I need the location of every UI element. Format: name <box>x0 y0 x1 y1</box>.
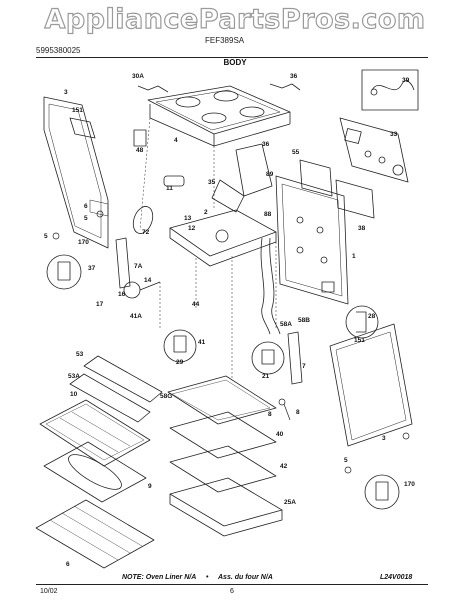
screws <box>52 210 410 474</box>
header-rule <box>36 57 428 58</box>
callout: 58B <box>298 317 310 324</box>
callout: 16 <box>118 291 126 298</box>
callout: 6 <box>66 561 70 568</box>
callout: 88 <box>264 211 272 218</box>
oven-bottom <box>167 375 277 425</box>
diagram-code: L24V0018 <box>380 574 413 581</box>
callout: 72 <box>142 229 150 236</box>
callout: 36 <box>290 73 298 80</box>
model-number: FEF389SA <box>205 36 245 45</box>
callout: 170 <box>78 239 89 246</box>
switch-detail-21 <box>251 341 285 375</box>
callout: 11 <box>166 185 173 192</box>
rear-panel <box>275 175 349 305</box>
callout: 30A <box>132 73 144 80</box>
left-side-panel <box>43 96 109 249</box>
hinge-clamp <box>132 206 154 234</box>
callout: 151 <box>72 107 83 114</box>
callout: 55 <box>292 149 300 156</box>
callout: 8 <box>268 411 272 418</box>
callout: 3 <box>64 89 68 96</box>
callout: 5 <box>44 233 48 240</box>
bracket-36-top <box>269 83 301 91</box>
callout: 8 <box>296 409 300 416</box>
igniter <box>163 175 185 187</box>
callout: 17 <box>96 301 104 308</box>
vent-duct <box>211 143 273 213</box>
callout: 41 <box>198 339 206 346</box>
callout: 40 <box>276 431 284 438</box>
burner-box <box>169 209 281 335</box>
footer-note-french: Ass. du four N/A <box>218 574 273 581</box>
callout: 28 <box>368 313 376 320</box>
callout: 89 <box>266 171 274 178</box>
callout-labels: 30A 36 3 151 4 48 39 33 55 36 35 89 11 8… <box>44 73 415 568</box>
callout: 41A <box>130 313 142 320</box>
footer-date: 10/02 <box>40 588 58 595</box>
callout: 14 <box>144 277 152 284</box>
hinge-7a <box>115 237 131 289</box>
backguard-brackets <box>299 159 375 219</box>
callout: 7 <box>302 363 306 370</box>
control-panel <box>339 117 409 183</box>
wire-harness-inset <box>361 69 419 111</box>
footer-rule <box>36 584 428 585</box>
oven-rack <box>35 499 155 569</box>
callout: 53 <box>76 351 84 358</box>
callout: 12 <box>188 225 196 232</box>
front-trim <box>69 355 163 423</box>
callout: 42 <box>280 463 288 470</box>
callout: 36 <box>262 141 270 148</box>
broiler-pan <box>39 399 151 467</box>
callout: 58A <box>280 321 292 328</box>
page-number: 6 <box>230 588 234 595</box>
callout: 33 <box>390 131 398 138</box>
safety-valve <box>123 281 161 299</box>
footer-note: NOTE: Oven Liner N/A <box>122 574 197 581</box>
leveling-leg-detail <box>46 254 400 510</box>
burner-baffle <box>169 411 277 459</box>
callout: 39 <box>402 77 410 84</box>
callout: 9 <box>148 483 152 490</box>
section-title: BODY <box>223 58 247 67</box>
footer-bullet: • <box>206 574 209 581</box>
callout: 38 <box>358 225 366 232</box>
thermostat-detail-29 <box>163 329 197 363</box>
drawer-frame <box>169 477 283 537</box>
publication-number: 5995380025 <box>36 46 81 55</box>
callout: 58G <box>160 393 172 400</box>
callout: 5 <box>344 457 348 464</box>
callout: 5 <box>84 215 88 222</box>
callout: 4 <box>174 137 178 144</box>
clip-48 <box>133 129 147 147</box>
callout: 7A <box>134 263 143 270</box>
callout: 53A <box>68 373 80 380</box>
callout: 6 <box>84 203 88 210</box>
bracket-30a <box>137 85 169 93</box>
callout: 44 <box>192 301 200 308</box>
callout: 3 <box>382 435 386 442</box>
callout: 10 <box>70 391 78 398</box>
callout: 170 <box>404 481 415 488</box>
callout: 35 <box>208 179 216 186</box>
bracket-28 <box>345 305 379 339</box>
drawer-panel <box>169 445 277 493</box>
callout: 29 <box>176 359 184 366</box>
callout: 37 <box>88 265 96 272</box>
callout: 151 <box>354 337 365 344</box>
callout: 13 <box>184 215 192 222</box>
callout: 21 <box>262 373 270 380</box>
callout: 1 <box>352 253 356 260</box>
callout: 48 <box>136 147 144 154</box>
watermark: AppliancePartsPros.com <box>44 3 426 35</box>
leader-lines <box>139 117 277 380</box>
callout: 25A <box>284 499 296 506</box>
hinge-7 <box>287 331 303 385</box>
broiler-pan-bottom <box>43 441 147 503</box>
cooktop-frame <box>147 85 291 147</box>
right-side-panel <box>329 323 413 447</box>
callout: 2 <box>204 209 208 216</box>
